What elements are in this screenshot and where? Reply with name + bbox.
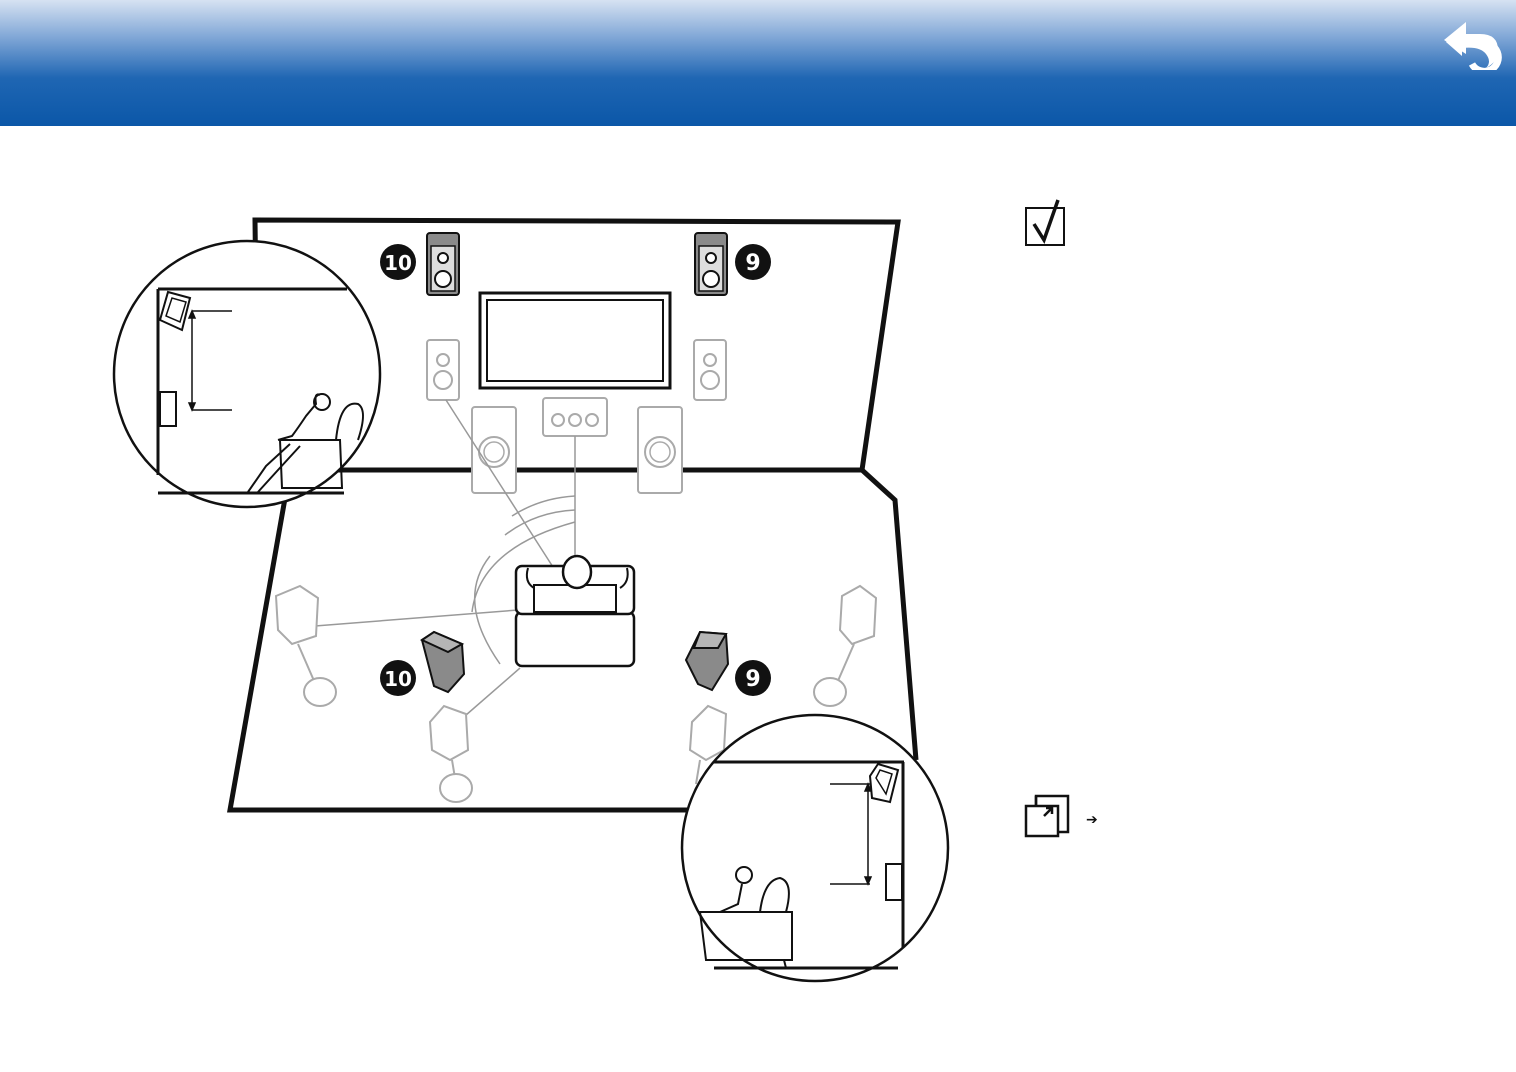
surround-back-left-speaker [428,704,473,803]
rear-side-view-inset [680,713,950,983]
header-bar [0,0,1516,126]
inset-rear-seated-listener [698,866,793,969]
reference-arrow: ➔ [1086,812,1098,828]
center-speaker [542,397,608,437]
inset-height-dimension [187,309,232,412]
inset-high-speaker [158,290,192,332]
inset-front-speaker [159,391,177,427]
svg-text:10: 10 [384,667,412,691]
front-side-view-inset [112,239,382,509]
surround-right-speaker [813,584,878,707]
badge-front-high-left: 10 [380,244,416,280]
svg-text:9: 9 [745,667,760,692]
rear-high-left-speaker [419,630,466,694]
badge-rear-high-right: 9 [735,660,771,696]
page-reference-icon [1024,794,1070,838]
angle-guides [314,399,576,723]
front-right-speaker [693,339,727,401]
checkmark-icon [1025,199,1065,246]
svg-text:9: 9 [745,251,760,276]
tv-screen [478,291,672,390]
svg-text:10: 10 [384,251,412,275]
badge-front-high-right: 9 [735,244,771,280]
front-high-right-speaker [694,232,728,296]
front-high-left-speaker [426,232,460,296]
inset-rear-high-speaker [868,762,900,804]
inset-seated-listener [247,393,364,493]
subwoofer-right [637,406,683,494]
subwoofer-left [471,406,517,494]
inset-rear-height-dimension [830,782,873,886]
inset-rear-speaker [885,863,903,901]
surround-left-speaker [274,584,337,707]
return-arrow-icon[interactable] [1440,16,1502,70]
badge-rear-high-left: 10 [380,660,416,696]
front-left-speaker [426,339,460,401]
rear-high-right-speaker [684,630,730,692]
listener-sofa [514,554,636,668]
